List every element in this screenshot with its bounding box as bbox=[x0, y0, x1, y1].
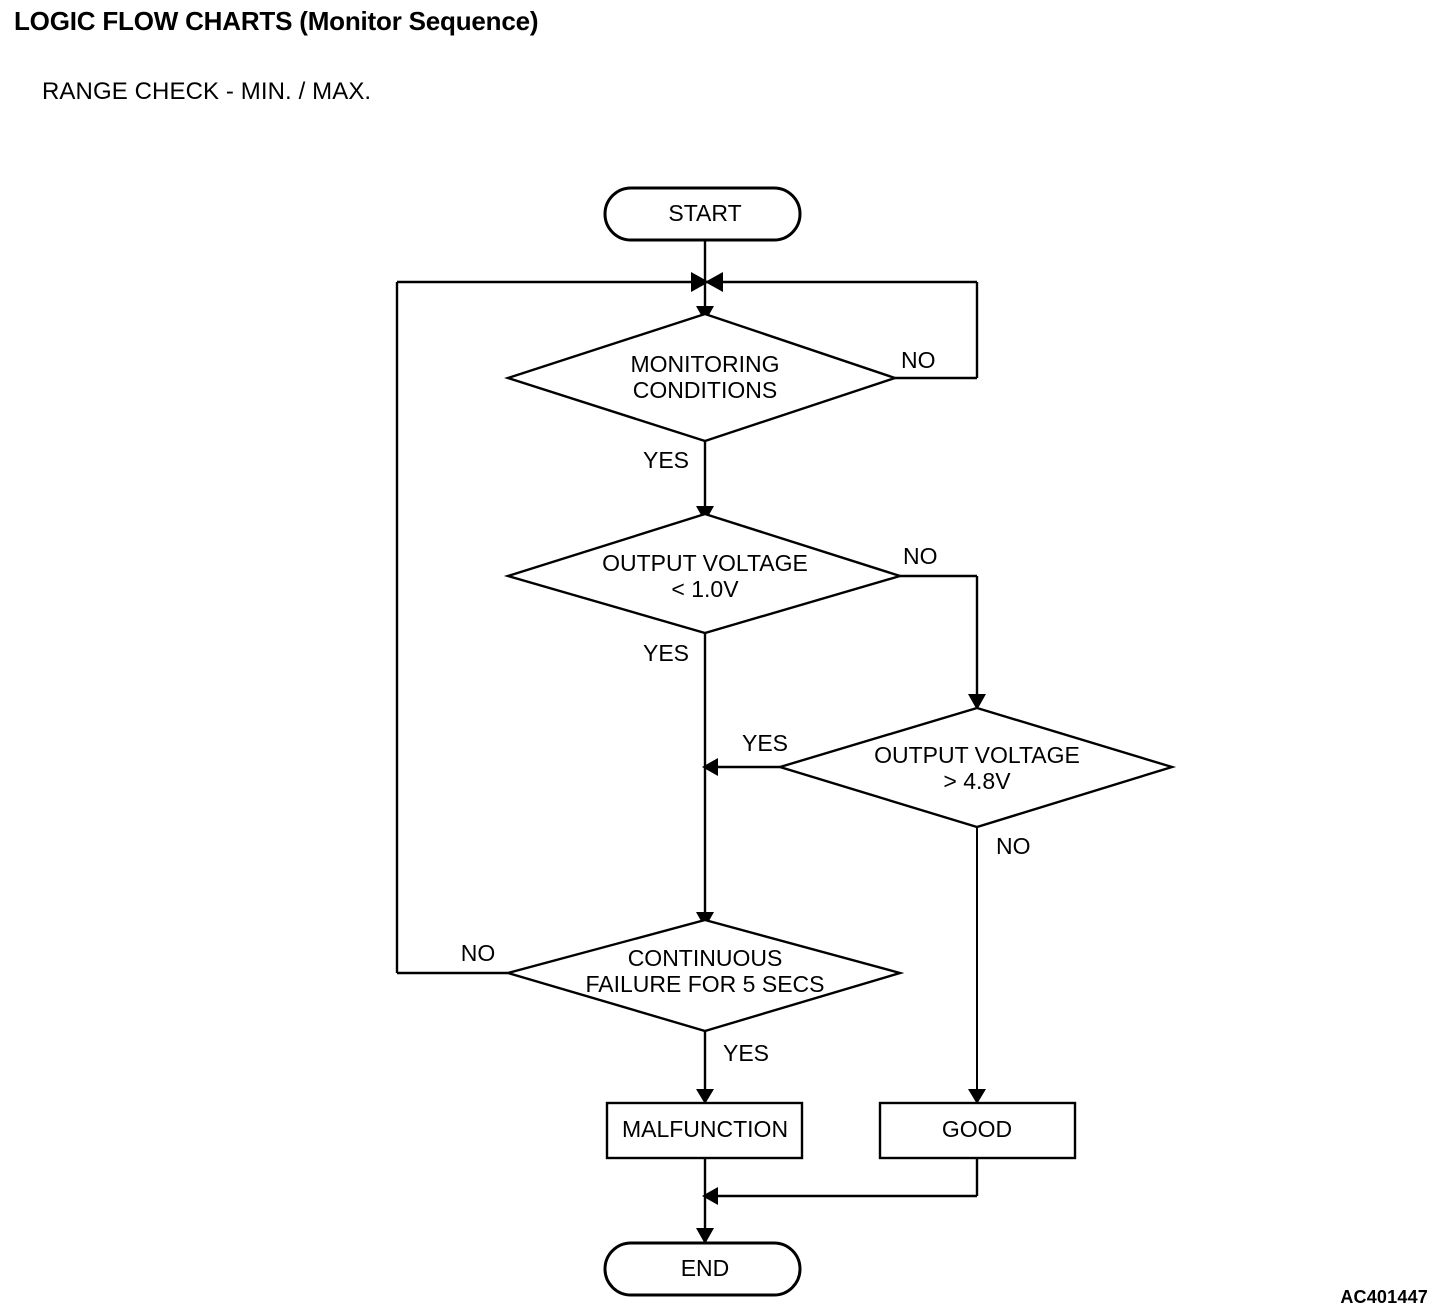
arrow-head-good-merge bbox=[702, 1187, 718, 1205]
branch-label-contfail-yes: YES bbox=[723, 1040, 769, 1066]
arrow-head-volthigh-yes bbox=[702, 758, 718, 776]
node-start[interactable] bbox=[603, 186, 802, 242]
branch-label-voltlow-no: NO bbox=[903, 543, 938, 569]
arrow-head-rail-left bbox=[705, 272, 723, 292]
node-volthigh-label-line1: OUTPUT VOLTAGE bbox=[874, 742, 1080, 768]
node-continuous-failure[interactable] bbox=[503, 918, 905, 1033]
node-contfail-label-line1: CONTINUOUS bbox=[628, 945, 783, 971]
page-subtitle: RANGE CHECK - MIN. / MAX. bbox=[42, 78, 372, 105]
arrow-head-malfunction-in bbox=[696, 1089, 714, 1104]
reference-code: AC401447 bbox=[1340, 1287, 1428, 1307]
arrow-head-volthigh-in bbox=[968, 694, 986, 710]
page-title: LOGIC FLOW CHARTS (Monitor Sequence) bbox=[14, 6, 539, 36]
branch-label-contfail-no: NO bbox=[461, 940, 496, 966]
node-malfunction[interactable] bbox=[605, 1101, 804, 1160]
node-voltlow-label-line1: OUTPUT VOLTAGE bbox=[602, 550, 808, 576]
arrow-head-good-in bbox=[968, 1089, 986, 1104]
node-voltlow-label-line2: < 1.0V bbox=[671, 576, 739, 602]
branch-label-voltlow-yes: YES bbox=[643, 640, 689, 666]
arrow-head-end-in bbox=[696, 1228, 714, 1244]
branch-label-volthigh-no: NO bbox=[996, 833, 1031, 859]
node-monitoring-label-line1: MONITORING bbox=[630, 351, 779, 377]
node-good[interactable] bbox=[878, 1101, 1077, 1160]
node-end-label: END bbox=[681, 1255, 730, 1281]
branch-label-monitoring-yes: YES bbox=[643, 447, 689, 473]
node-good-label: GOOD bbox=[942, 1116, 1012, 1142]
node-monitoring-label-line2: CONDITIONS bbox=[633, 377, 777, 403]
node-volthigh-label-line2: > 4.8V bbox=[943, 768, 1011, 794]
node-output-voltage-high[interactable] bbox=[775, 706, 1177, 829]
arrow-head-rail-right bbox=[691, 272, 709, 292]
node-monitoring-conditions[interactable] bbox=[504, 312, 899, 443]
branch-label-monitoring-no: NO bbox=[901, 347, 936, 373]
node-output-voltage-low[interactable] bbox=[503, 512, 905, 635]
branch-label-volthigh-yes: YES bbox=[742, 730, 788, 756]
node-start-label: START bbox=[668, 200, 741, 226]
node-malfunction-label: MALFUNCTION bbox=[622, 1116, 788, 1142]
node-contfail-label-line2: FAILURE FOR 5 SECS bbox=[585, 971, 824, 997]
node-end[interactable] bbox=[603, 1241, 802, 1297]
